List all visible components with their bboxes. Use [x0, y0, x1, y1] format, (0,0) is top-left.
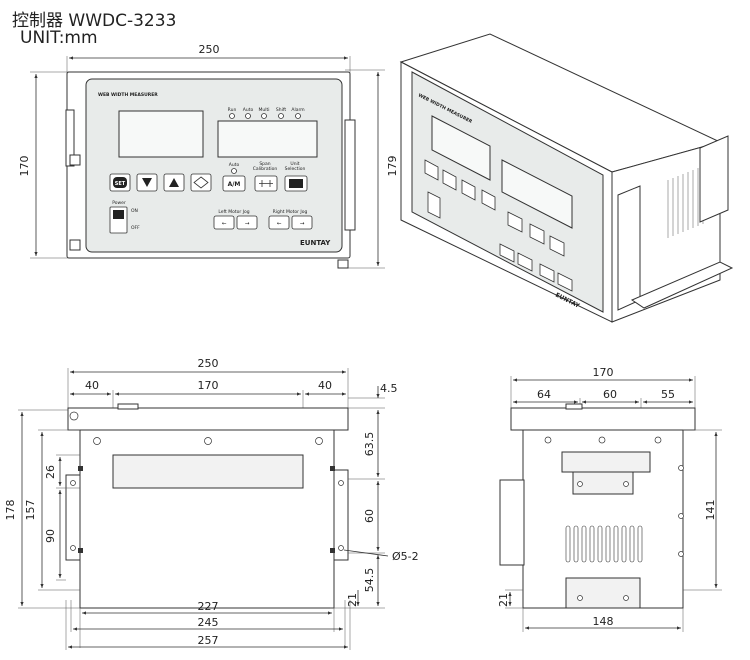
- arrow-left-icon: ←: [277, 221, 282, 227]
- dim-side-60: 60: [603, 388, 617, 401]
- dim-side-64: 64: [537, 388, 551, 401]
- arrow-right-icon: →: [245, 221, 250, 227]
- svg-text:A/M: A/M: [228, 181, 241, 188]
- page-title: 控制器 WWDC-3233: [12, 11, 177, 31]
- dim-offset-4-5: 4.5: [380, 382, 398, 395]
- arrow-right-icon: →: [300, 221, 305, 227]
- dim-top-mid: 170: [198, 379, 219, 392]
- dim-top-right: 40: [318, 379, 332, 392]
- dim-63-5: 63.5: [363, 432, 376, 457]
- led-label-run: Run: [228, 107, 237, 113]
- svg-text:SET: SET: [115, 181, 126, 187]
- dim-54-5: 54.5: [363, 568, 376, 593]
- dim-178: 178: [4, 500, 17, 521]
- dim-front-height: 170: [18, 156, 31, 177]
- dim-front-height-right: 179: [386, 156, 399, 177]
- unit-icon: [289, 179, 303, 188]
- left-jog-left-button[interactable]: [213, 215, 235, 230]
- dim-90: 90: [44, 529, 57, 543]
- span-icon: [259, 180, 273, 187]
- panel-title: WEB WIDTH MEASURER: [98, 92, 158, 98]
- shift-button[interactable]: [190, 173, 212, 192]
- dim-side-55: 55: [661, 388, 675, 401]
- led-row: Run Auto Multi Shift Alarm: [228, 107, 305, 119]
- left-jog-right-button[interactable]: [236, 215, 258, 230]
- led-label-multi: Multi: [259, 107, 270, 113]
- led-label-auto: Auto: [243, 107, 254, 113]
- led-label-alarm: Alarm: [291, 107, 304, 113]
- power-label: Power: [112, 200, 126, 206]
- dim-157: 157: [24, 500, 37, 521]
- auto-manual-button[interactable]: [222, 175, 246, 192]
- dim-257: 257: [198, 634, 219, 647]
- front-view: 250 170 179 WEB WIDTH MEASURER: [18, 43, 399, 269]
- dim-side-141: 141: [704, 500, 717, 521]
- right-jog-right-button[interactable]: [291, 215, 313, 230]
- auto-led: [231, 168, 237, 174]
- dim-top-total: 250: [198, 357, 219, 370]
- dim-227: 227: [198, 600, 219, 613]
- unit-label: UNIT:mm: [20, 28, 98, 48]
- dim-21-top: 21: [346, 593, 359, 607]
- left-jog-label: Left Motor Jog: [218, 209, 249, 215]
- auto-label: Auto: [229, 162, 240, 168]
- isometric-view: WEB WIDTH MEASURER EUNTAY: [399, 33, 734, 323]
- brand-logo: EUNTAY: [300, 239, 331, 247]
- dim-front-width: 250: [199, 43, 220, 56]
- dim-top-left: 40: [85, 379, 99, 392]
- top-view: 250 40 170 40 4.5 63.5: [4, 357, 419, 650]
- left-display: [118, 110, 204, 158]
- side-view: 170 64 60 55 141: [497, 366, 722, 632]
- dim-hole: Ø5-2: [392, 550, 419, 563]
- arrow-left-icon: ←: [222, 221, 227, 227]
- right-jog-left-button[interactable]: [268, 215, 290, 230]
- power-on-label: ON: [131, 208, 138, 214]
- set-icon: [113, 177, 127, 188]
- dim-26: 26: [44, 465, 57, 479]
- dim-245: 245: [198, 616, 219, 629]
- right-display: [217, 120, 318, 158]
- diamond-arrows-icon: [193, 176, 209, 189]
- power-off-label: OFF: [131, 225, 140, 231]
- dim-side-total: 170: [593, 366, 614, 379]
- dim-side-21: 21: [497, 593, 510, 607]
- triangle-up-icon: [169, 178, 179, 187]
- keypad: SET: [109, 173, 212, 192]
- triangle-down-icon: [142, 178, 152, 187]
- led-label-shift: Shift: [276, 107, 286, 113]
- dim-60: 60: [363, 509, 376, 523]
- dim-side-148: 148: [593, 615, 614, 628]
- right-jog-label: Right Motor Jog: [273, 209, 308, 215]
